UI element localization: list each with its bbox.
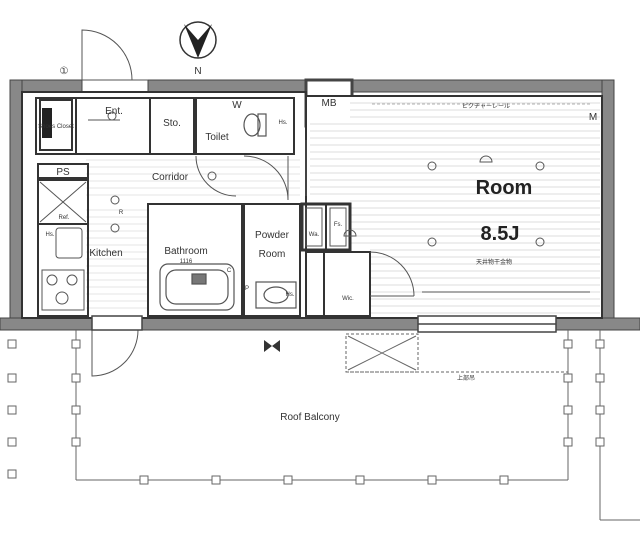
room-size-label: 8.5J <box>481 223 520 245</box>
bathroom-size-label: 1116 <box>180 259 193 265</box>
interior-walls <box>21 91 371 319</box>
wc-marker: W <box>232 100 242 111</box>
entrance-label: Ent. <box>105 106 123 117</box>
light-fixtures <box>107 111 545 247</box>
kitchen-fixtures <box>39 181 87 311</box>
kitchen-r-label: R <box>119 210 124 216</box>
washer-label: Wa. <box>309 232 320 238</box>
balcony-posts <box>7 339 605 485</box>
fs-label: Fs. <box>334 222 343 228</box>
powder-hs-label: Hs. <box>286 292 295 298</box>
compass-label: N <box>194 66 201 77</box>
bathroom-label: Bathroom <box>164 246 207 257</box>
room-window <box>91 315 557 333</box>
kitchen-label: Kitchen <box>89 248 122 259</box>
room-label: Room <box>476 177 533 199</box>
powder-room-label-1: Powder <box>255 230 290 241</box>
mb-label: MB <box>322 98 337 109</box>
roof-balcony-label: Roof Balcony <box>280 412 339 423</box>
corridor-label: Corridor <box>152 172 189 183</box>
ref-label: Ref. <box>58 215 69 221</box>
ceiling-storage-label: 天井物干金物 <box>476 258 512 266</box>
ps-label: PS <box>56 167 70 178</box>
wic-label: Wic. <box>342 296 354 302</box>
kitchen-hs-label: Hs. <box>46 232 55 238</box>
picture-rail-label: ピクチャーレール <box>462 103 510 110</box>
m-marker: M <box>589 112 597 123</box>
bathtub <box>159 263 235 311</box>
powder-room-label-2: Room <box>259 249 286 260</box>
room-floor <box>305 95 603 319</box>
powder-sink <box>255 281 297 309</box>
toilet-hs-label: Hs. <box>279 120 288 126</box>
washer-space <box>305 207 347 247</box>
roof-balcony <box>75 330 640 521</box>
doors <box>81 29 415 377</box>
corridor-floor <box>86 159 300 309</box>
upper-unit-label: 上部吊 <box>457 374 475 382</box>
bath-c-label: C <box>227 268 232 274</box>
toilet-label: Toilet <box>205 132 229 143</box>
shoes-closet-hatch <box>42 108 52 138</box>
drain-symbol <box>264 340 280 352</box>
marker-one: ① <box>60 66 69 77</box>
powder-p-label: P <box>245 286 249 292</box>
north-compass-icon <box>179 21 217 59</box>
toilet-fixture <box>243 113 267 137</box>
storage-label: Sto. <box>163 118 181 129</box>
shoes-closet-label: Shoes Closet <box>38 124 74 130</box>
